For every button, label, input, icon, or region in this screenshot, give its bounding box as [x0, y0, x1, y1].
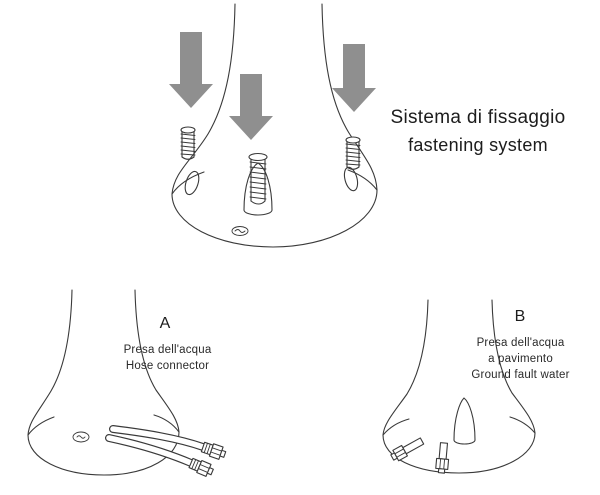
panel-b-label: B	[514, 308, 526, 325]
floor-pipe-drawing	[390, 437, 450, 474]
down-arrow-icon	[229, 74, 273, 140]
floor-connection-figure	[382, 299, 536, 474]
pedestal-drawing	[171, 3, 378, 248]
panel-b-caption: Presa dell'acqua a pavimento Ground faul…	[448, 336, 593, 384]
right-screw	[345, 136, 361, 170]
pipe-fitting	[390, 437, 425, 462]
panel-b-caption-italian: Presa dell'acqua	[476, 337, 565, 349]
panel-a-caption-english: Hose connector	[125, 359, 210, 372]
figure-title: Sistema di fissaggio fastening system	[368, 104, 588, 158]
hose-connector-figure	[27, 289, 227, 477]
down-arrow-icon	[169, 32, 213, 108]
title-italian: Sistema di fissaggio	[390, 107, 566, 128]
fastening-system-figure	[169, 3, 378, 248]
hose-fitting	[200, 441, 227, 460]
drain-hole	[231, 226, 249, 236]
center-screw	[248, 152, 268, 205]
panel-b-caption-italian-2: a pavimento	[488, 352, 553, 365]
panel-a-caption: Presa dell'acqua Hose connector	[95, 343, 240, 375]
hose-drawing	[105, 425, 227, 477]
panel-b-caption-english: Ground fault water	[471, 368, 570, 381]
pipe-fitting	[435, 442, 450, 474]
left-screw	[180, 126, 196, 160]
panel-a-caption-italian: Presa dell'acqua	[123, 344, 212, 356]
drain-hole	[72, 431, 90, 443]
hose-fitting	[188, 457, 214, 477]
down-arrow-icon	[332, 44, 376, 112]
pedestal-drawing	[382, 299, 536, 474]
title-english: fastening system	[408, 134, 548, 155]
panel-a-label: A	[159, 315, 171, 332]
